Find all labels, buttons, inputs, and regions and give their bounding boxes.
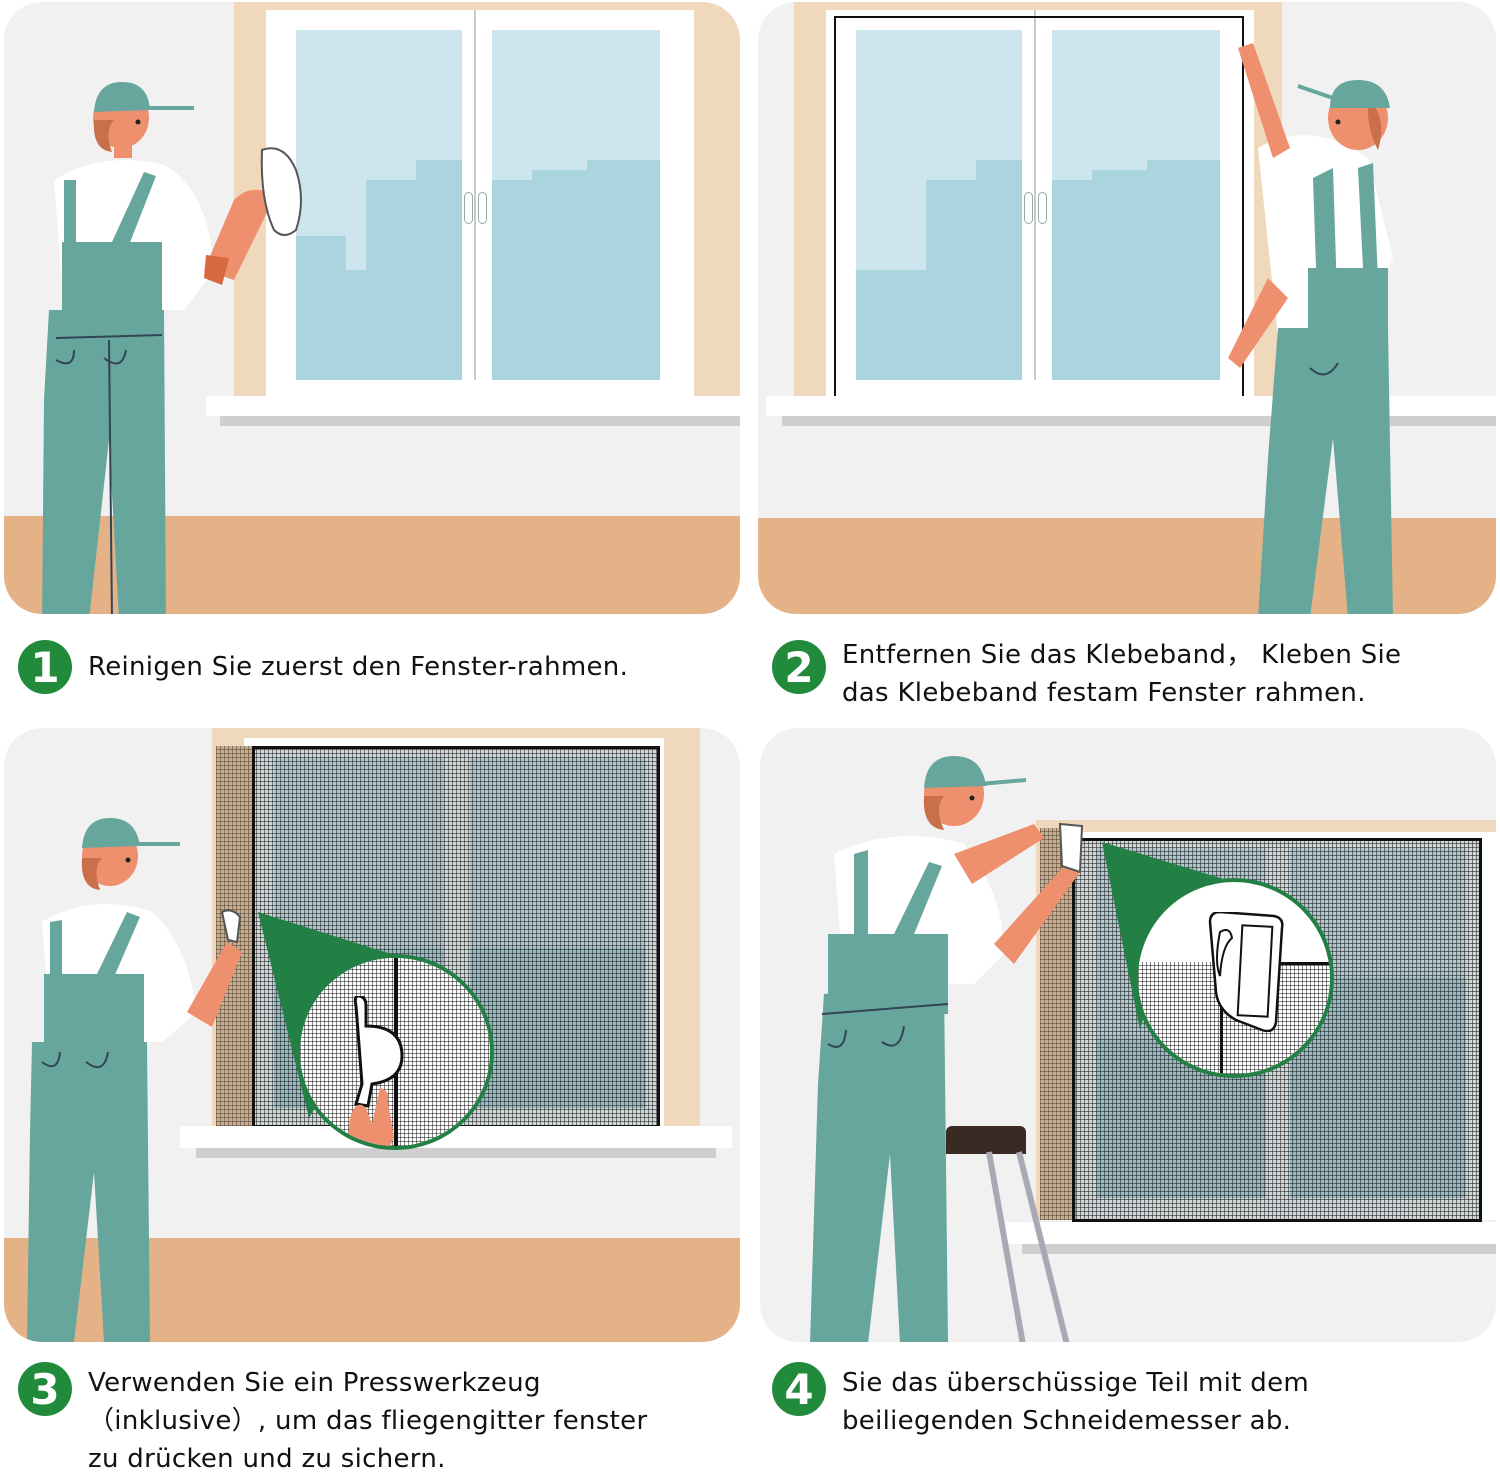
window-pane-left	[856, 30, 1022, 380]
window-pane-right	[492, 30, 660, 380]
worker-figure	[42, 82, 302, 614]
adhesive-tape-outline	[834, 16, 1244, 400]
sill-shadow	[1022, 1244, 1496, 1254]
cutter-zoom-circle	[1134, 878, 1334, 1078]
step-4-caption: 4 Sie das überschüssige Teil mit dem bei…	[772, 1362, 1309, 1440]
sill-shadow	[196, 1148, 716, 1158]
window-divider	[474, 10, 476, 380]
worker-figure	[27, 818, 242, 1342]
step-2-illustration	[758, 2, 1496, 614]
step-4-illustration	[760, 728, 1496, 1342]
press-tool-icon	[353, 996, 404, 1108]
window-sill	[206, 396, 740, 416]
window-handle-right	[478, 192, 487, 224]
step-3-text: Verwenden Sie ein Presswerkzeug （inklusi…	[88, 1368, 648, 1474]
press-tool-zoom-circle	[296, 954, 494, 1150]
step-4-number-badge: 4	[772, 1362, 826, 1416]
window-handle-left	[464, 192, 473, 224]
step-2-number-badge: 2	[772, 640, 826, 694]
window-sill	[1006, 1222, 1496, 1244]
step-4-text: Sie das überschüssige Teil mit dem beili…	[842, 1368, 1309, 1436]
window-handle-left	[1024, 192, 1033, 224]
window-pane-left	[296, 30, 462, 380]
hand-icon	[347, 1088, 394, 1146]
window-handle-right	[1038, 192, 1047, 224]
step-1-text: Reinigen Sie zuerst den Fenster-rahmen.	[88, 652, 629, 682]
fly-screen-border	[1072, 838, 1482, 1222]
step-1-number-badge: 1	[18, 640, 72, 694]
window-pane-right	[1052, 30, 1220, 380]
worker-figure	[1228, 43, 1393, 614]
sill-shadow	[220, 416, 740, 426]
step-3-number-badge: 3	[18, 1362, 72, 1416]
window-divider	[1034, 10, 1036, 380]
worker-figure	[810, 756, 1084, 1342]
step-3-illustration	[4, 728, 740, 1342]
step-stool-top	[946, 1126, 1026, 1154]
excess-mesh-edge	[216, 746, 252, 1126]
step-1-caption: 1 Reinigen Sie zuerst den Fenster-rahmen…	[18, 640, 628, 694]
sill-shadow	[782, 416, 1496, 426]
step-2-caption: 2 Entfernen Sie das Klebeband， Kleben Si…	[772, 640, 1401, 712]
step-3-caption: 3 Verwenden Sie ein Presswerkzeug （inklu…	[18, 1362, 647, 1478]
step-1-illustration	[4, 2, 740, 614]
step-2-text: Entfernen Sie das Klebeband， Kleben Sie …	[842, 640, 1402, 708]
cutter-knife-icon	[1208, 912, 1284, 1032]
